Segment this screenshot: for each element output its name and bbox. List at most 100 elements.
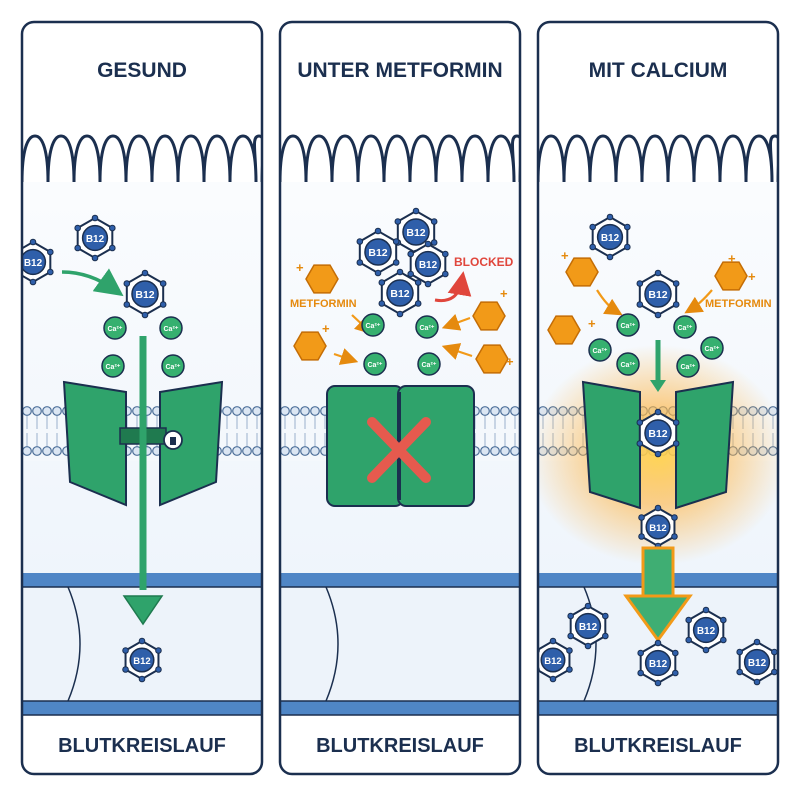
svg-text:B12: B12 — [697, 626, 716, 637]
metformin-hexagon-icon — [547, 315, 581, 345]
svg-text:B12: B12 — [390, 288, 409, 300]
b12-molecule-icon: B12 — [736, 638, 778, 686]
charge-plus-sign: + — [500, 286, 508, 301]
svg-text:Ca²⁺: Ca²⁺ — [422, 362, 437, 369]
panel-3: B12B12++++Ca²⁺Ca²⁺Ca²⁺Ca²⁺Ca²⁺Ca²⁺B12B12… — [536, 20, 780, 776]
panel-title-gesund: GESUND — [97, 59, 187, 82]
metformin-hexagon-icon — [472, 301, 506, 331]
svg-text:Ca²⁺: Ca²⁺ — [366, 323, 381, 330]
metformin-hexagon-icon — [475, 344, 509, 374]
b12-molecule-icon: B12 — [567, 602, 609, 650]
blocked-label: BLOCKED — [454, 255, 514, 269]
b12-molecule-icon: B12 — [407, 240, 449, 288]
svg-text:Ca²⁺: Ca²⁺ — [678, 325, 693, 332]
b12-molecule-icon: B12 — [356, 227, 400, 277]
metformin-hexagon-icon — [565, 257, 599, 287]
calcium-ion-icon: Ca²⁺ — [417, 352, 441, 376]
metformin-hexagon-icon — [305, 264, 339, 294]
svg-text:B12: B12 — [368, 247, 387, 259]
svg-text:Ca²⁺: Ca²⁺ — [681, 364, 696, 371]
panel-footer-metformin: BLUTKREISLAUF — [316, 735, 484, 757]
calcium-ion-icon: Ca²⁺ — [616, 352, 640, 376]
calcium-ion-icon: Ca²⁺ — [616, 313, 640, 337]
calcium-ion-icon: Ca²⁺ — [159, 316, 183, 340]
charge-plus-sign: + — [561, 248, 569, 263]
svg-text:Ca²⁺: Ca²⁺ — [166, 364, 181, 371]
panel-footer-gesund: BLUTKREISLAUF — [58, 735, 226, 757]
b12-molecule-icon: B12 — [636, 269, 680, 319]
metformin-label-panel2: METFORMIN — [290, 298, 357, 310]
metformin-label-panel3: METFORMIN — [705, 298, 772, 310]
svg-text:B12: B12 — [133, 656, 150, 667]
b12-molecule-icon: B12 — [123, 269, 167, 319]
panel-footer-calcium: BLUTKREISLAUF — [574, 735, 742, 757]
svg-text:Ca²⁺: Ca²⁺ — [164, 326, 179, 333]
svg-text:B12: B12 — [544, 656, 561, 667]
microvilli-border — [280, 134, 520, 183]
charge-plus-sign: + — [322, 321, 330, 336]
calcium-ion-icon: Ca²⁺ — [361, 313, 385, 337]
b12-molecule-icon: B12 — [636, 408, 680, 458]
metformin-hexagon-icon — [714, 261, 748, 291]
calcium-ion-icon: Ca²⁺ — [161, 354, 185, 378]
calcium-ion-icon: Ca²⁺ — [700, 336, 724, 360]
transporter-protein-icon — [62, 380, 224, 507]
b12-molecule-icon: B12 — [685, 606, 727, 654]
panel-border — [278, 20, 522, 776]
b12-molecule-icon: B12 — [638, 504, 678, 550]
panel-title-calcium: MIT CALCIUM — [589, 59, 728, 82]
svg-text:B12: B12 — [648, 289, 667, 301]
charge-plus-sign: + — [588, 316, 596, 331]
b12-molecule-icon: B12 — [589, 213, 631, 261]
svg-text:B12: B12 — [419, 260, 438, 271]
panel-title-metformin: UNTER METFORMIN — [297, 59, 502, 82]
transporter-protein-icon — [326, 385, 475, 507]
b12-molecule-icon: B12 — [122, 637, 162, 683]
svg-text:B12: B12 — [748, 658, 767, 669]
svg-text:B12: B12 — [648, 428, 667, 440]
panel-border — [20, 20, 264, 776]
calcium-ion-icon: Ca²⁺ — [673, 315, 697, 339]
b12-molecule-icon: B12 — [538, 637, 573, 683]
b12-molecule-icon: B12 — [22, 238, 54, 286]
svg-text:Ca²⁺: Ca²⁺ — [621, 323, 636, 330]
transporter-protein-icon — [581, 380, 735, 510]
b12-molecule-icon: B12 — [637, 639, 679, 687]
calcium-ion-icon: Ca²⁺ — [415, 315, 439, 339]
svg-text:Ca²⁺: Ca²⁺ — [106, 364, 121, 371]
svg-text:Ca²⁺: Ca²⁺ — [621, 362, 636, 369]
charge-plus-sign: + — [506, 354, 514, 369]
metformin-hexagon-icon — [293, 331, 327, 361]
svg-text:B12: B12 — [649, 523, 666, 534]
b12-molecule-icon: B12 — [378, 268, 422, 318]
b12-molecule-icon: B12 — [74, 214, 116, 262]
svg-text:Ca²⁺: Ca²⁺ — [705, 346, 720, 353]
svg-text:B12: B12 — [601, 233, 620, 244]
svg-text:B12: B12 — [24, 258, 43, 269]
svg-text:Ca²⁺: Ca²⁺ — [108, 326, 123, 333]
svg-text:B12: B12 — [135, 289, 154, 301]
microvilli-border — [538, 134, 778, 183]
calcium-ion-icon: Ca²⁺ — [588, 338, 612, 362]
svg-text:Ca²⁺: Ca²⁺ — [368, 362, 383, 369]
calcium-ion-icon: Ca²⁺ — [363, 352, 387, 376]
calcium-ion-icon: Ca²⁺ — [676, 354, 700, 378]
calcium-ion-icon: Ca²⁺ — [101, 354, 125, 378]
svg-text:B12: B12 — [649, 659, 668, 670]
lock-icon — [163, 430, 183, 450]
x-mark-icon — [367, 417, 431, 483]
panel-border — [536, 20, 780, 776]
calcium-ion-icon: Ca²⁺ — [103, 316, 127, 340]
svg-text:B12: B12 — [86, 234, 105, 245]
charge-plus-sign: + — [748, 269, 756, 284]
svg-text:Ca²⁺: Ca²⁺ — [420, 325, 435, 332]
blood-vessel — [280, 573, 520, 715]
svg-text:B12: B12 — [579, 622, 598, 633]
svg-text:B12: B12 — [406, 227, 425, 239]
charge-plus-sign: + — [296, 260, 304, 275]
microvilli-border — [22, 134, 262, 183]
svg-text:Ca²⁺: Ca²⁺ — [593, 348, 608, 355]
